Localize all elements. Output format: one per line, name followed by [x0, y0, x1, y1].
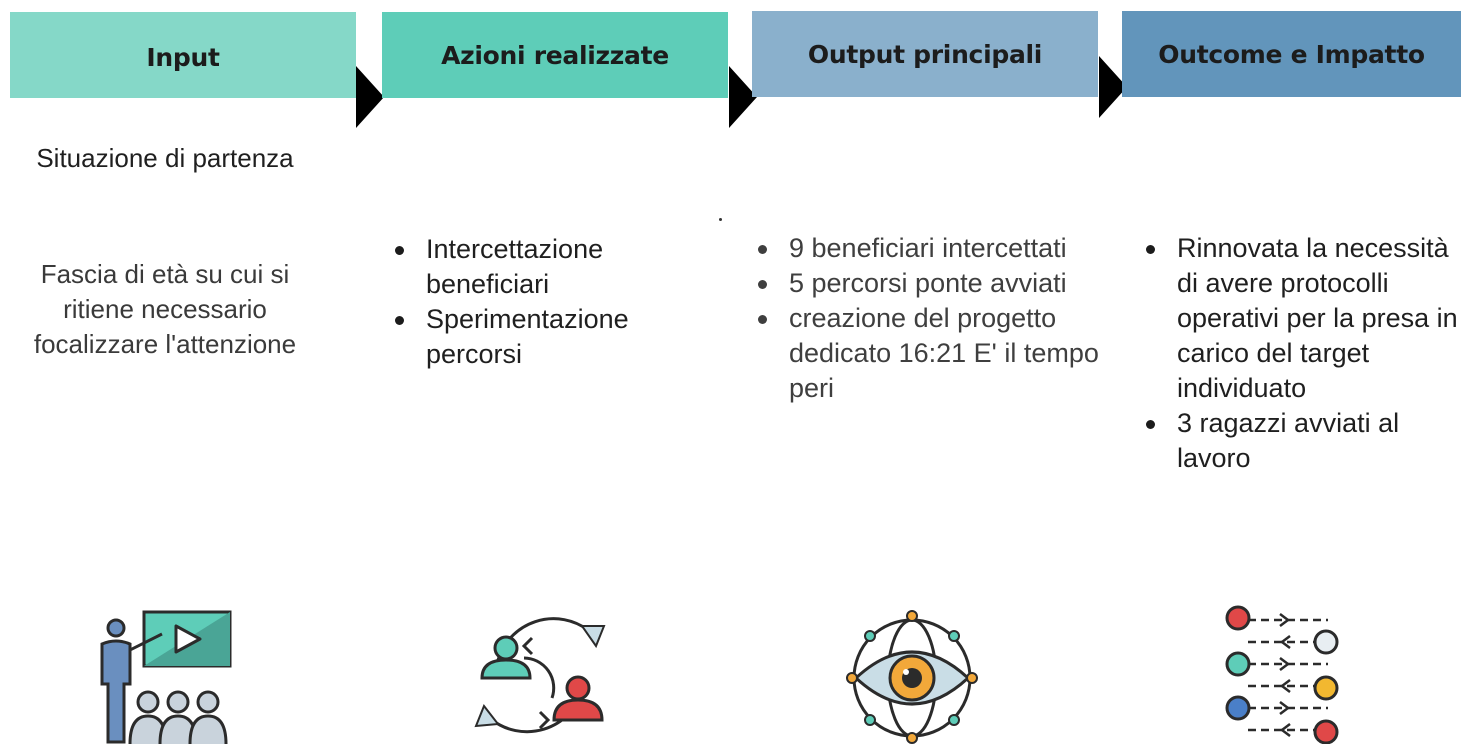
list-item: creazione del progetto dedicato 16:21 E'… [749, 301, 1109, 406]
header-outputs-label: Output principali [807, 39, 1043, 69]
list-item: Intercettazione beneficiari [386, 232, 716, 302]
eye-globe-icon [846, 610, 978, 744]
list-item: 3 ragazzi avviati al lavoro [1137, 406, 1461, 476]
arrow-connector [356, 66, 384, 128]
input-title: Situazione di partenza [36, 143, 294, 173]
header-input: Input [10, 12, 356, 98]
outputs-list: 9 beneficiari intercettati 5 percorsi po… [749, 231, 1109, 406]
presentation-icon [100, 610, 232, 744]
header-outcomes: Outcome e Impatto [1122, 11, 1461, 97]
list-item: Sperimentazione percorsi [386, 302, 716, 372]
list-item: 9 beneficiari intercettati [749, 231, 1109, 266]
actions-list: Intercettazione beneficiari Sperimentazi… [386, 232, 716, 372]
stray-dot [719, 218, 722, 221]
header-outcomes-label: Outcome e Impatto [1158, 39, 1425, 69]
input-description: Fascia di età su cui si ritiene necessar… [33, 259, 297, 359]
header-actions-label: Azioni realizzate [441, 40, 669, 70]
process-flow-icon [1225, 605, 1339, 744]
exchange-people-icon [474, 617, 606, 734]
list-item: 5 percorsi ponte avviati [749, 266, 1109, 301]
header-input-label: Input [146, 42, 220, 72]
header-actions: Azioni realizzate [382, 12, 728, 98]
outcomes-list: Rinnovata la necessità di avere protocol… [1137, 231, 1461, 476]
list-item: Rinnovata la necessità di avere protocol… [1137, 231, 1461, 406]
header-outputs: Output principali [752, 11, 1098, 97]
